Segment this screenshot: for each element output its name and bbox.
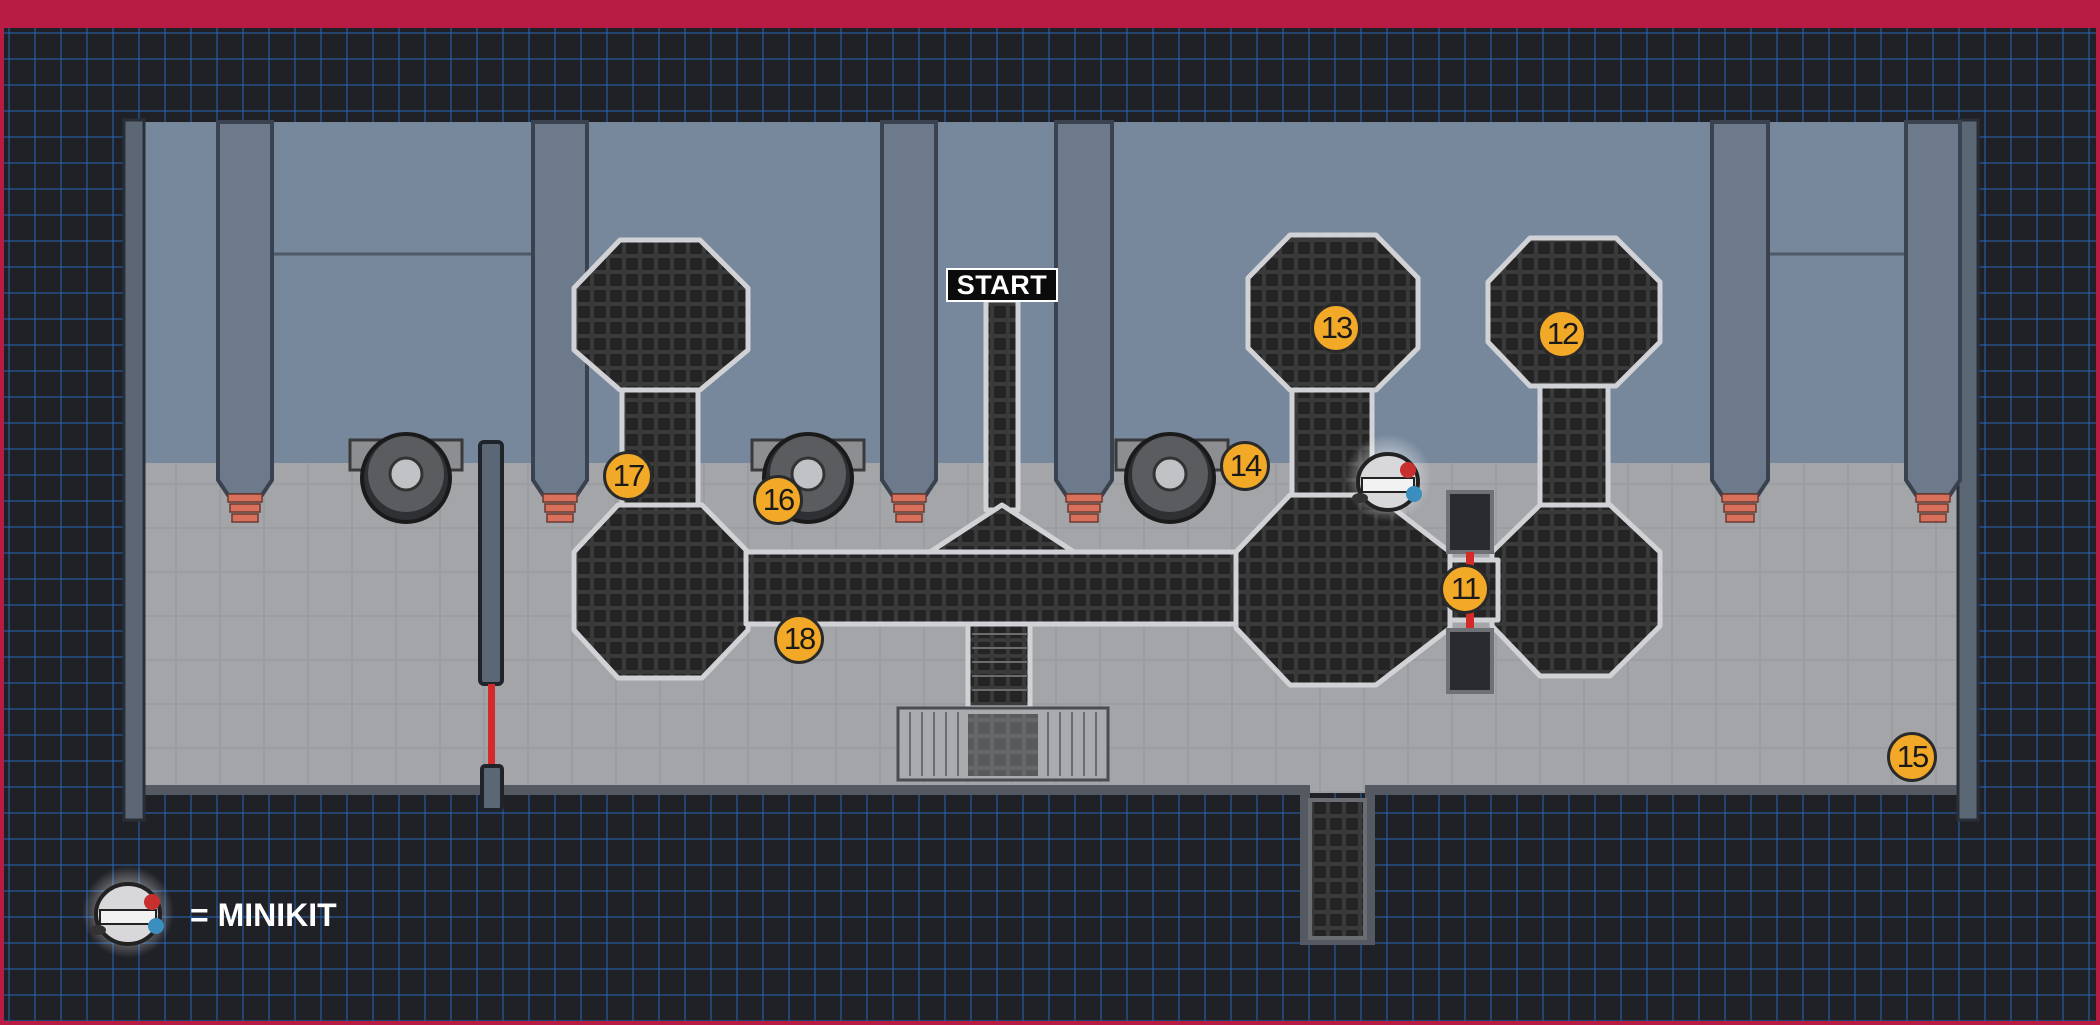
exit-corridor xyxy=(1308,798,1367,940)
start-label: START xyxy=(946,268,1058,302)
legend-label: = MINIKIT xyxy=(190,897,337,933)
catwalk xyxy=(571,232,1663,711)
laser-gate xyxy=(478,440,504,812)
marker-15[interactable]: 15 xyxy=(1887,732,1937,782)
outer-wall-bottom xyxy=(140,785,1962,945)
marker-12[interactable]: 12 xyxy=(1537,309,1587,359)
turbine xyxy=(348,432,464,524)
pillars xyxy=(216,120,1962,497)
pillar-lights xyxy=(227,493,1951,523)
left-wall xyxy=(122,118,146,822)
marker-17[interactable]: 17 xyxy=(603,451,653,501)
marker-11[interactable]: 11 xyxy=(1440,564,1490,614)
legend-minikit-icon xyxy=(82,866,174,958)
minikit-icon xyxy=(1344,434,1432,522)
marker-14[interactable]: 14 xyxy=(1220,441,1270,491)
marker-18[interactable]: 18 xyxy=(774,614,824,664)
marker-16[interactable]: 16 xyxy=(753,475,803,525)
marker-13[interactable]: 13 xyxy=(1311,303,1361,353)
turbine xyxy=(1114,432,1230,524)
stairs xyxy=(896,633,1110,782)
